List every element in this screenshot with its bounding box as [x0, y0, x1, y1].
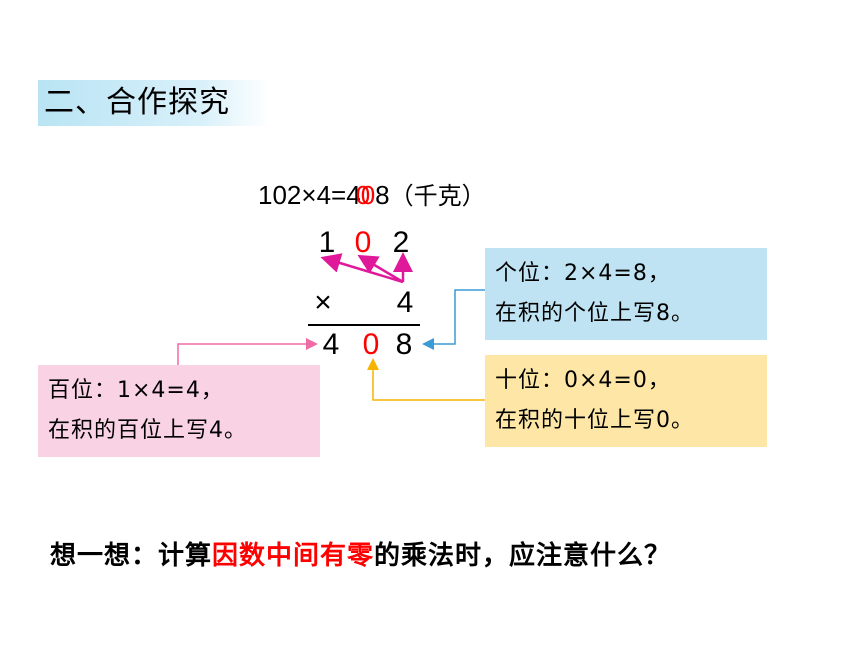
- equation-product-tens: 0: [360, 180, 376, 210]
- question-before: 想一想：计算: [50, 541, 213, 571]
- multiplicand-tens-digit: 0: [354, 226, 372, 259]
- tens-line1: 十位：0×4=0，: [495, 368, 671, 393]
- result-hundreds-digit: 4: [322, 328, 340, 361]
- section-title: 二、合作探究: [38, 80, 270, 126]
- hundreds-line1: 百位：1×4=4，: [48, 378, 224, 403]
- hundreds-explanation-box: 百位：1×4=4， 在积的百位上写4。: [38, 365, 320, 457]
- question-highlight: 因数中间有零: [212, 541, 375, 571]
- multiplicand-hundreds-digit: 1: [318, 226, 336, 259]
- equation-product-ones: 8: [375, 180, 390, 210]
- hundreds-line2: 在积的百位上写4。: [48, 418, 247, 443]
- result-ones-digit: 8: [395, 328, 413, 361]
- tens-connector: [367, 358, 485, 401]
- tens-explanation-box: 十位：0×4=0， 在积的十位上写0。: [485, 355, 767, 447]
- tens-line2: 在积的十位上写0。: [495, 408, 694, 433]
- multiplier-digit: 4: [396, 286, 414, 319]
- result-tens-digit: 0: [362, 328, 380, 361]
- ones-line1: 个位：2×4=8，: [495, 261, 671, 286]
- hundreds-connector: [177, 338, 318, 365]
- ones-explanation-box: 个位：2×4=8， 在积的个位上写8。: [485, 248, 767, 340]
- ones-connector: [422, 289, 485, 350]
- multiplicand-ones-digit: 2: [392, 226, 410, 259]
- sum-rule: [308, 324, 420, 326]
- equation-product-hundreds: 4: [346, 180, 361, 210]
- question-after: 的乘法时，应注意什么？: [374, 541, 672, 571]
- equation-unit: （千克）: [389, 182, 486, 210]
- equation-product-tens-overlap: 0: [355, 180, 371, 210]
- equation-lhs: 102×4=: [258, 180, 347, 210]
- arrow-to-hundreds: [320, 253, 404, 284]
- arrow-to-tens: [357, 254, 404, 284]
- ones-line2: 在积的个位上写8。: [495, 301, 694, 326]
- reflection-question: 想一想：计算因数中间有零的乘法时，应注意什么？: [50, 535, 671, 572]
- multiply-sign: ×: [314, 286, 332, 319]
